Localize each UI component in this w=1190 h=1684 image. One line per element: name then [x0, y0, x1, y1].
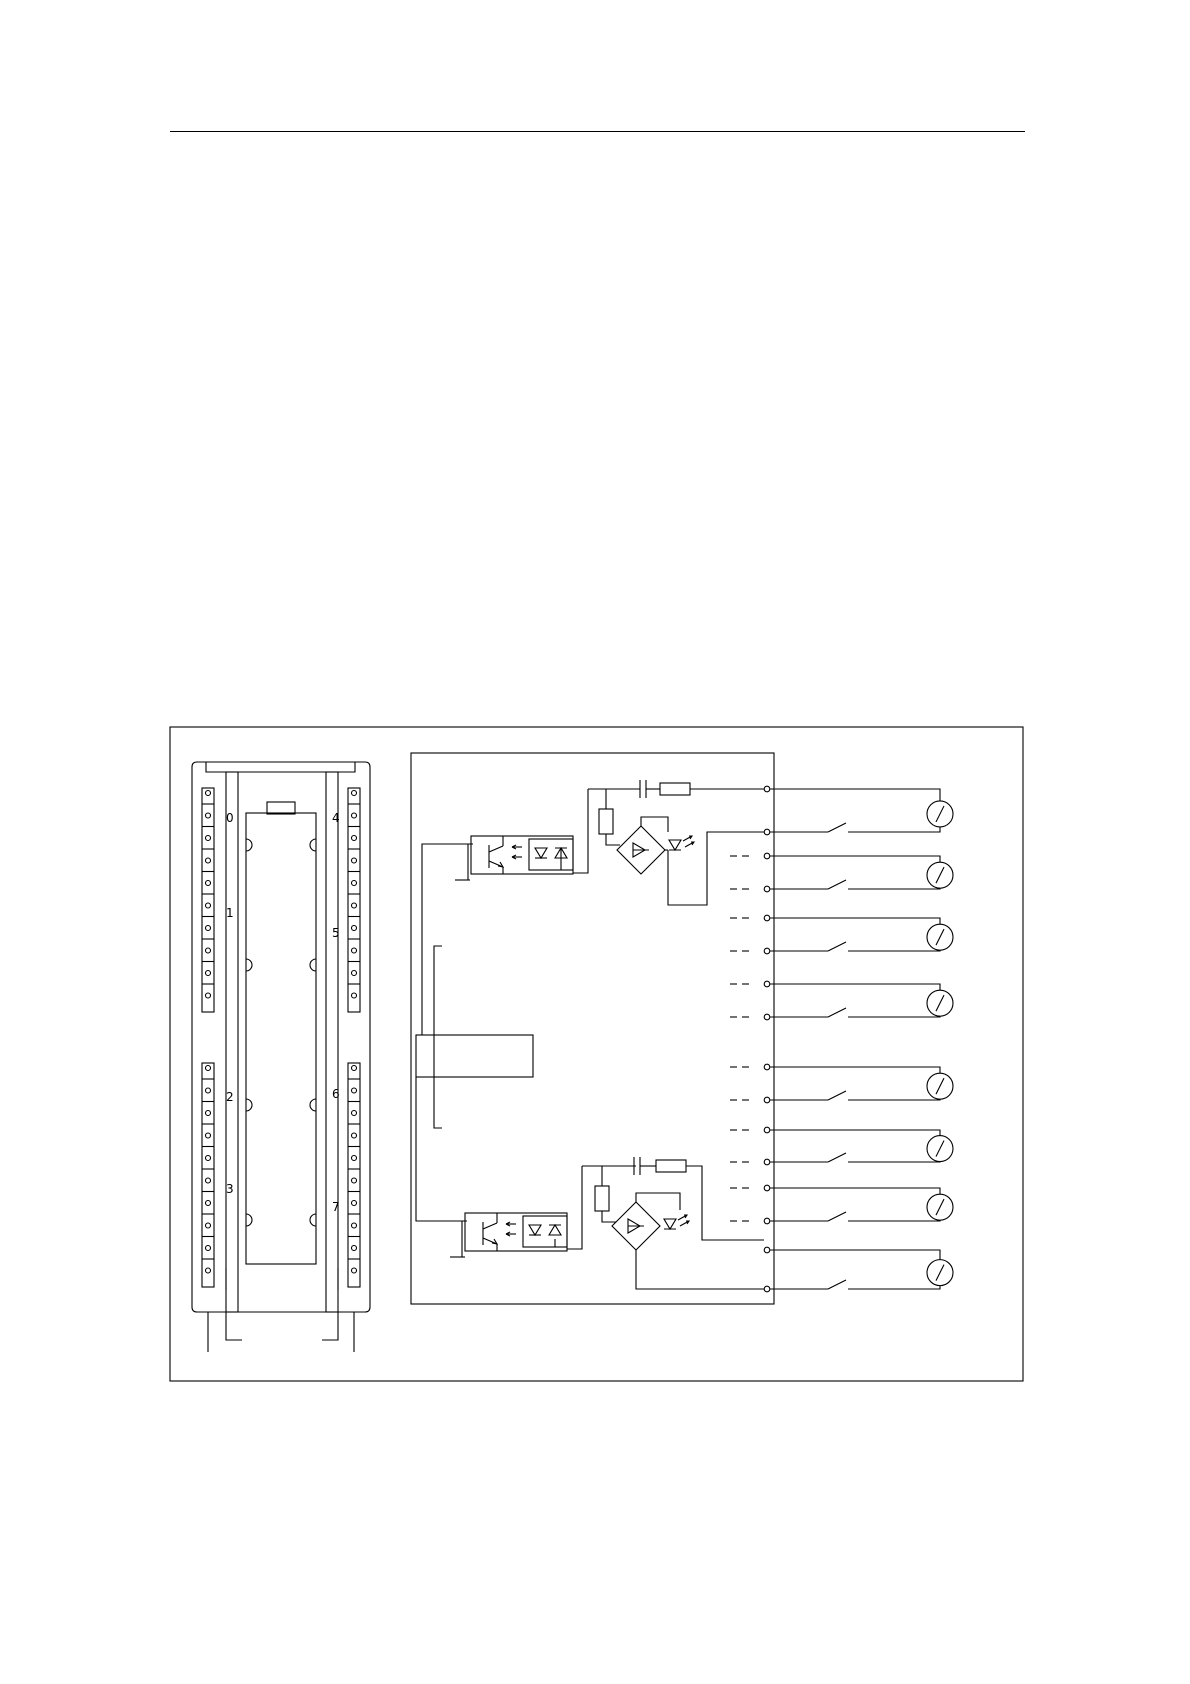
group-label-6: 6 — [332, 1087, 340, 1101]
group-label-4: 4 — [332, 811, 340, 825]
field-terminal — [764, 948, 770, 954]
switch-icon — [828, 823, 846, 832]
group-label-0: 0 — [226, 811, 234, 825]
terminal-screw — [206, 926, 211, 931]
channel-continuation-marks — [730, 856, 749, 1221]
figure-frame — [170, 727, 1023, 1381]
input-circuit-upper — [422, 780, 764, 1035]
field-terminal — [764, 915, 770, 921]
field-terminal — [764, 1097, 770, 1103]
terminal-screw — [206, 1111, 211, 1116]
latch-mark — [310, 839, 316, 851]
terminal-screw — [206, 858, 211, 863]
terminal-screw — [206, 1156, 211, 1161]
terminal-screw — [352, 858, 357, 863]
switch-icon — [828, 1280, 846, 1289]
terminal-screw — [206, 971, 211, 976]
terminal-screw — [206, 1268, 211, 1273]
terminal-screw — [352, 1156, 357, 1161]
terminal-screw — [352, 926, 357, 931]
latch-mark — [246, 959, 252, 971]
field-terminal — [764, 786, 770, 792]
group-label-5: 5 — [332, 926, 340, 940]
terminal-screw — [206, 948, 211, 953]
latch-mark — [246, 1099, 252, 1111]
terminal-block-right-upper — [348, 788, 360, 1012]
switch-icon — [828, 942, 846, 951]
terminal-screw — [206, 1088, 211, 1093]
terminal-screw — [352, 791, 357, 796]
terminal-screw — [206, 1178, 211, 1183]
terminal-screw — [206, 881, 211, 886]
field-terminal — [764, 1127, 770, 1133]
module-front-view — [192, 762, 370, 1352]
terminal-screw — [352, 1088, 357, 1093]
terminal-block-left-lower — [202, 1063, 214, 1287]
terminal-screw — [352, 1268, 357, 1273]
terminal-screw — [206, 1223, 211, 1228]
field-terminal — [764, 1218, 770, 1224]
terminal-screw — [352, 813, 357, 818]
latch-mark — [310, 959, 316, 971]
field-terminal — [764, 1247, 770, 1253]
terminal-screw — [352, 948, 357, 953]
terminal-screw — [352, 993, 357, 998]
module-schematic — [411, 753, 774, 1304]
terminal-screw — [206, 836, 211, 841]
field-terminal — [764, 1185, 770, 1191]
terminal-screw — [352, 881, 357, 886]
terminal-screw — [352, 1178, 357, 1183]
terminal-block-right-lower — [348, 1063, 360, 1287]
field-terminal — [764, 1286, 770, 1292]
group-label-1: 1 — [226, 906, 234, 920]
switch-icon — [828, 1212, 846, 1221]
fuse-symbol — [267, 802, 295, 814]
terminal-screw — [206, 1066, 211, 1071]
terminal-screw — [352, 1066, 357, 1071]
latch-mark — [246, 839, 252, 851]
terminal-screw — [206, 813, 211, 818]
terminal-screw — [352, 836, 357, 841]
field-terminal — [764, 829, 770, 835]
terminal-screw — [206, 1246, 211, 1251]
external-field-wiring — [764, 786, 953, 1292]
terminal-block-left-upper — [202, 788, 214, 1012]
group-label-7: 7 — [332, 1200, 340, 1214]
terminal-screw — [352, 1111, 357, 1116]
latch-mark — [246, 1214, 252, 1226]
group-labels: 0 1 2 3 4 5 6 7 — [226, 811, 340, 1214]
terminal-screw — [206, 993, 211, 998]
latch-marks — [246, 839, 316, 1226]
switch-icon — [828, 1008, 846, 1017]
switch-icon — [828, 880, 846, 889]
field-terminal — [764, 1159, 770, 1165]
terminal-screw — [206, 791, 211, 796]
terminal-screw — [206, 903, 211, 908]
switch-icon — [828, 1153, 846, 1162]
field-terminal — [764, 1064, 770, 1070]
group-label-2: 2 — [226, 1090, 234, 1104]
terminal-screw — [352, 903, 357, 908]
terminal-screw — [352, 1223, 357, 1228]
terminal-screw — [206, 1133, 211, 1138]
terminal-screw — [206, 1201, 211, 1206]
terminal-screw — [352, 1246, 357, 1251]
field-terminal — [764, 853, 770, 859]
input-circuit-lower — [416, 1077, 764, 1289]
terminal-screw — [352, 1201, 357, 1206]
terminal-screw — [352, 1133, 357, 1138]
field-terminal — [764, 981, 770, 987]
field-terminal — [764, 886, 770, 892]
latch-mark — [310, 1099, 316, 1111]
group-label-3: 3 — [226, 1182, 234, 1196]
latch-mark — [310, 1214, 316, 1226]
switch-icon — [828, 1091, 846, 1100]
field-terminal — [764, 1014, 770, 1020]
terminal-screw — [352, 971, 357, 976]
